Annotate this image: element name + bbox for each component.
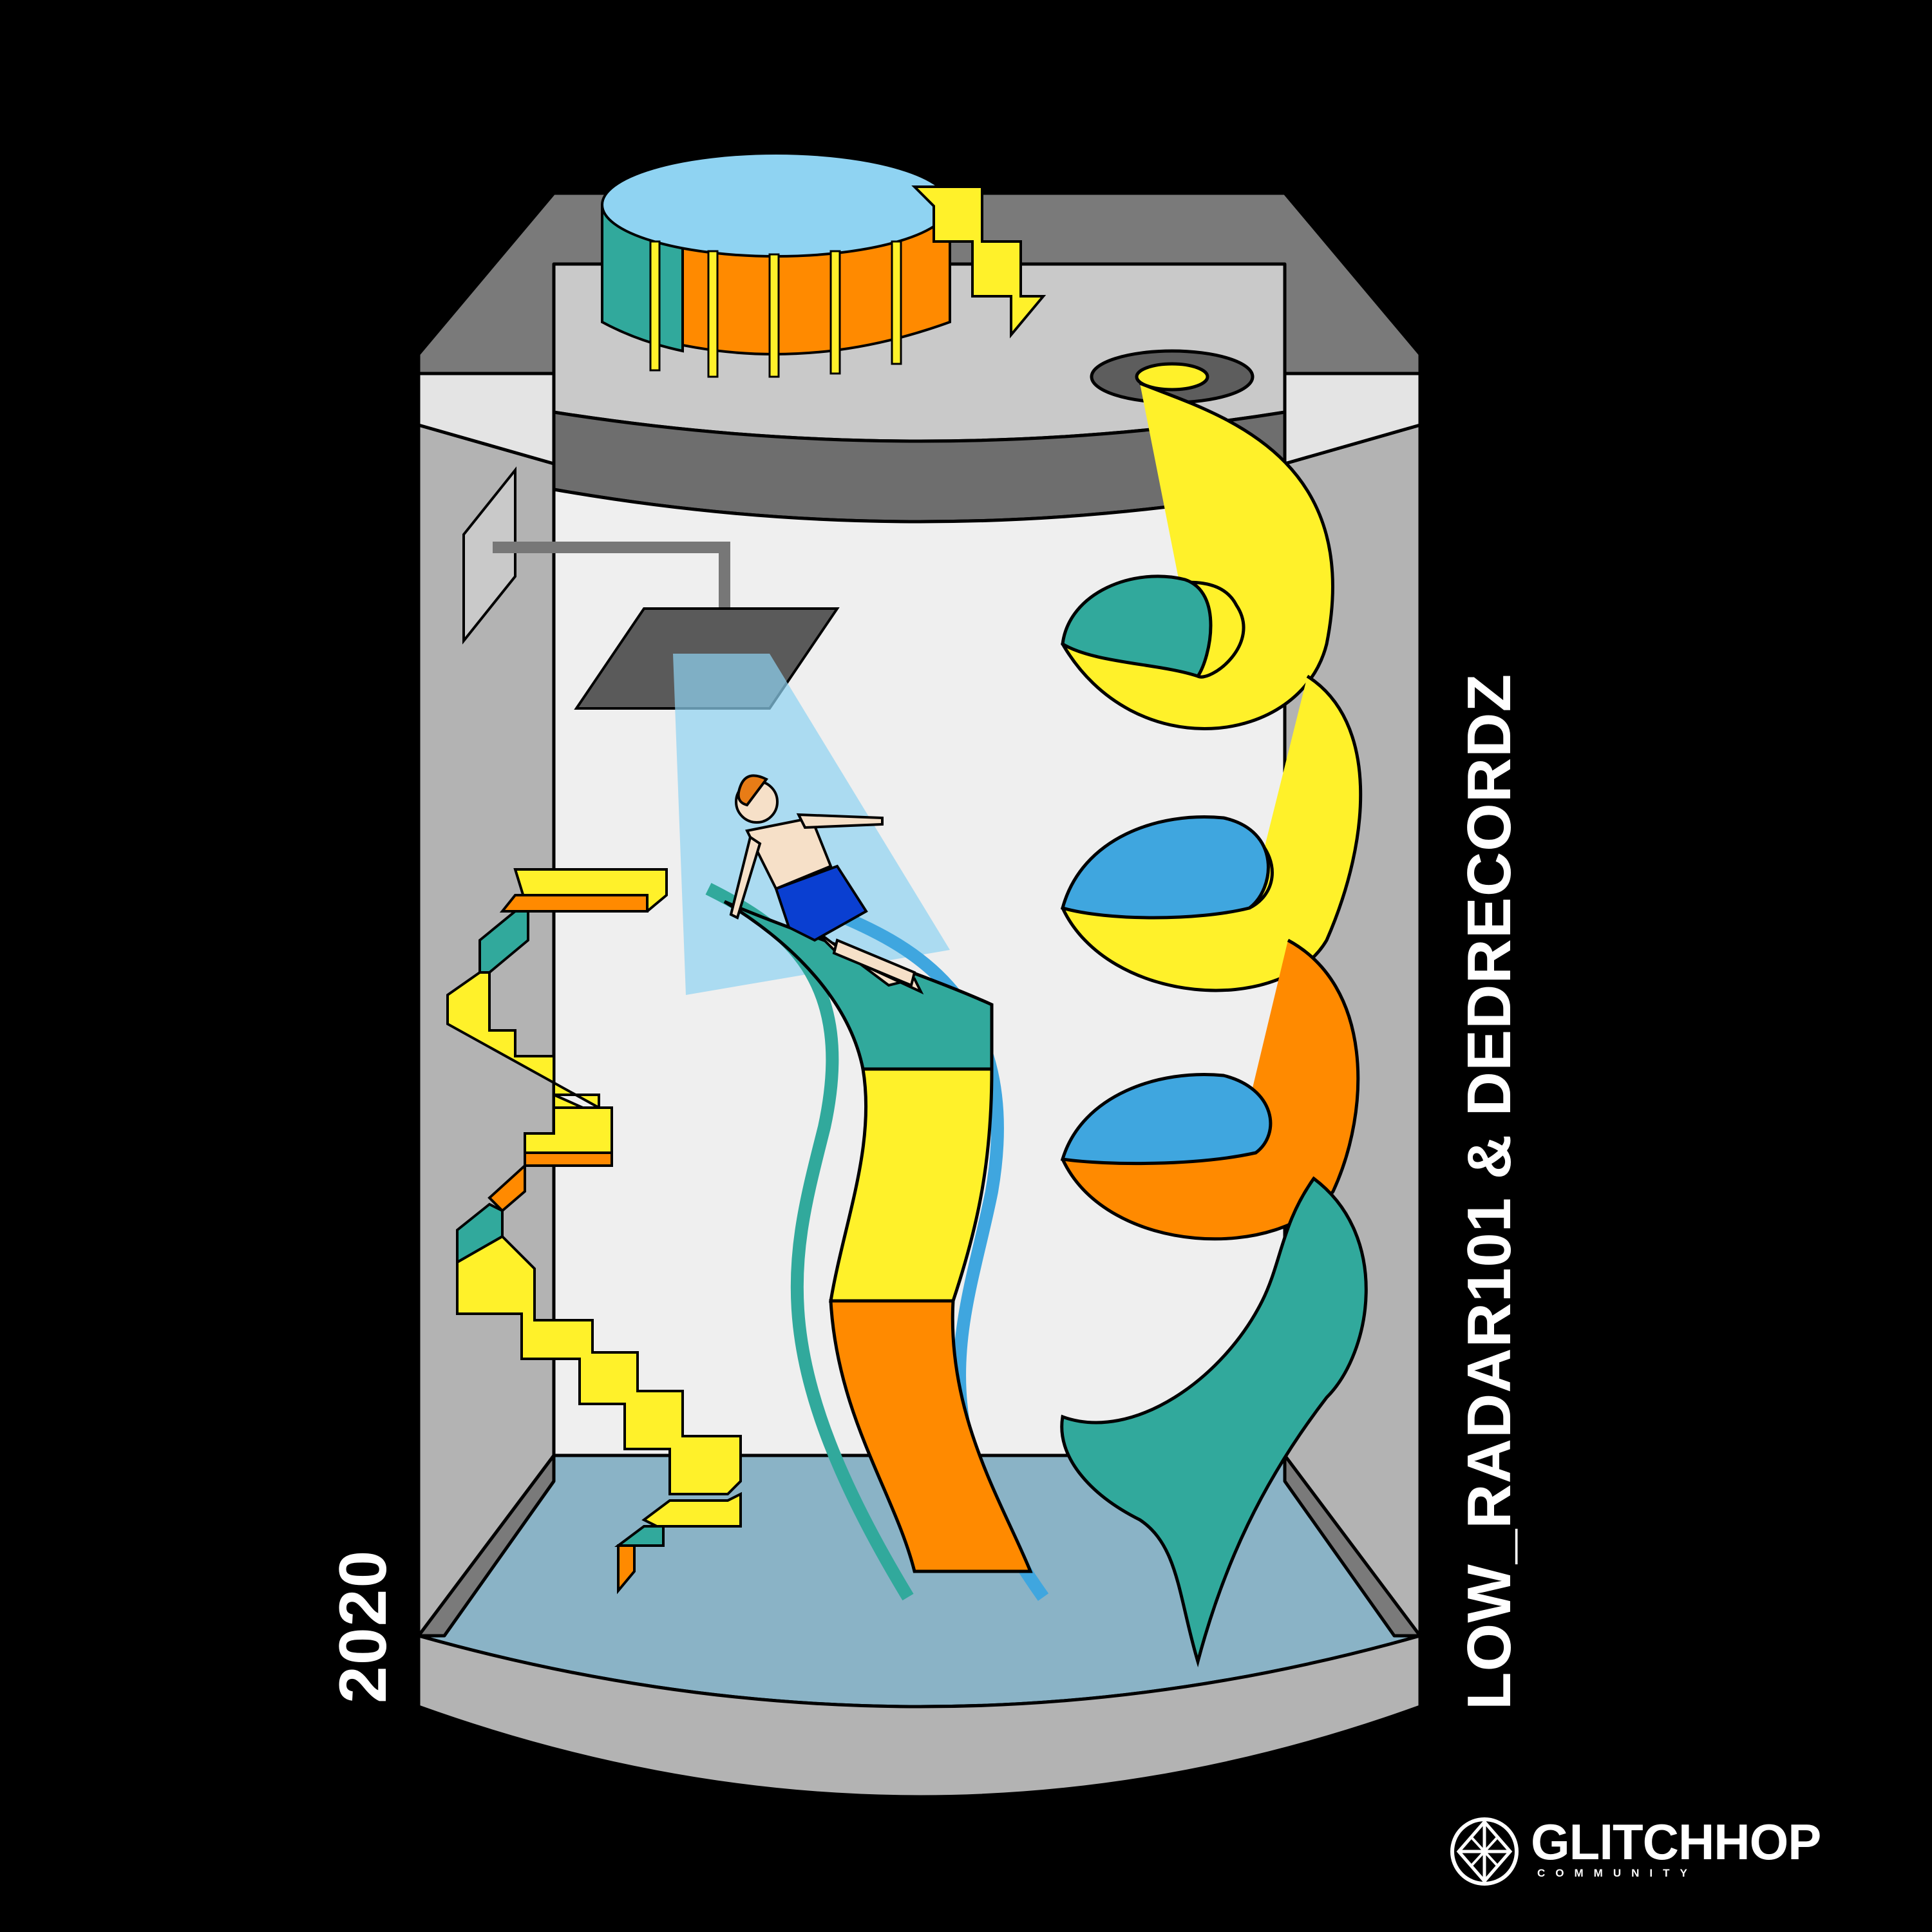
man-torso xyxy=(745,816,833,891)
floor-left-rim xyxy=(417,1454,556,1638)
spiral-slide xyxy=(1060,349,1368,1668)
staircase xyxy=(446,868,742,1595)
man-shorts xyxy=(774,864,868,942)
spiral-inner-3 xyxy=(1060,1073,1273,1166)
water-slide xyxy=(705,883,1049,1601)
man-arms xyxy=(729,813,884,920)
zigzag-pipe xyxy=(911,185,1046,339)
floor-right-rim xyxy=(1283,1454,1422,1638)
logo-subtitle: COMMUNITY xyxy=(1537,1867,1698,1879)
artist-names: LOW_RADAR101 & DEDRECORDZ xyxy=(1455,673,1524,1710)
label-logo: GLITCHHOP COMMUNITY xyxy=(1446,1813,1821,1890)
glass-left-highlight xyxy=(417,372,556,466)
floating-man xyxy=(729,774,924,995)
spiral-tail xyxy=(1060,1176,1368,1668)
man-hair xyxy=(737,774,769,807)
spiral-inner-1 xyxy=(1061,574,1213,678)
logo-wordmark: GLITCHHOP xyxy=(1531,1814,1821,1870)
spiral-inner-2 xyxy=(1060,815,1270,920)
spiral-entry xyxy=(1135,362,1209,392)
tank-base xyxy=(417,1634,1422,1799)
rooftop-pool xyxy=(601,152,951,378)
shower-wall-mount xyxy=(462,466,516,645)
slide-bottom xyxy=(829,1299,1033,1573)
release-year: 2020 xyxy=(326,1549,401,1703)
logo-emblem-icon xyxy=(1450,1817,1519,1886)
